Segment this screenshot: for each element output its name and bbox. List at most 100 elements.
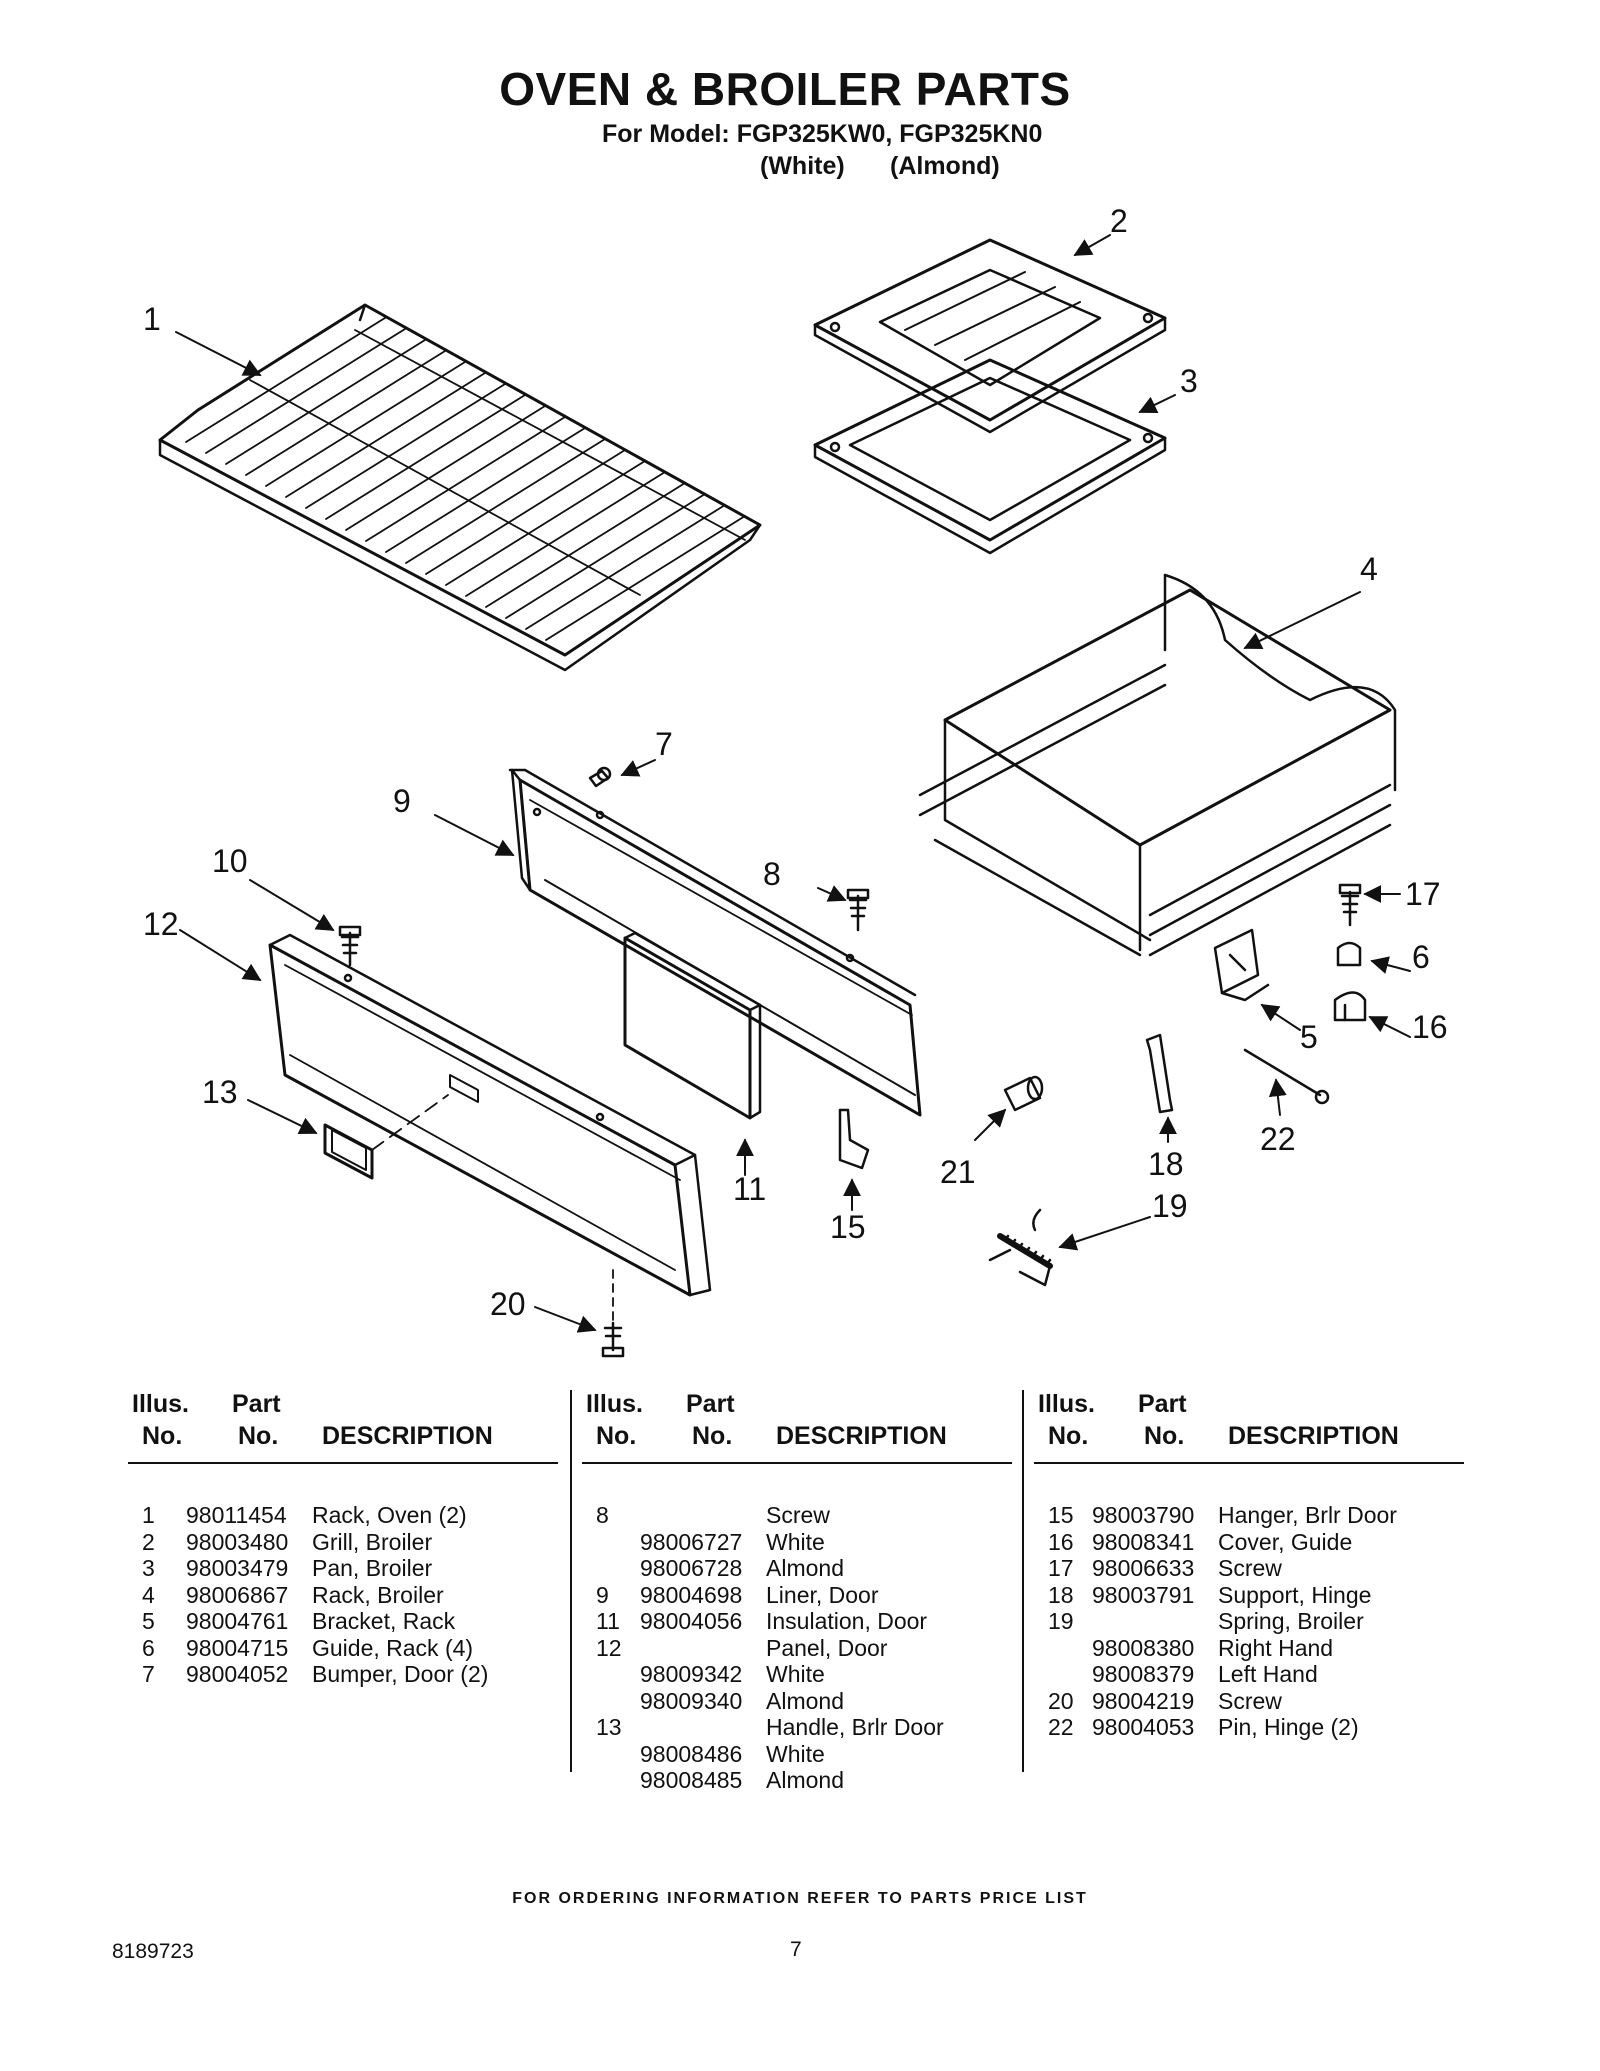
- header-illus-no: No.: [596, 1422, 637, 1450]
- column-divider: [1022, 1390, 1024, 1772]
- description: Rack, Oven (2): [312, 1502, 467, 1528]
- description: Grill, Broiler: [312, 1528, 433, 1555]
- description: Left Hand: [1218, 1661, 1318, 1687]
- header-part: Part: [1138, 1390, 1187, 1418]
- description: White: [766, 1528, 825, 1555]
- illus-no: 12: [596, 1634, 622, 1661]
- part-no: 98009340: [640, 1687, 743, 1714]
- part-no: 98006867: [186, 1581, 289, 1608]
- callout-leader-lines: [175, 234, 1411, 1333]
- callout-20: 20: [490, 1286, 526, 1322]
- description: Cover, Guide: [1218, 1528, 1353, 1555]
- broiler-pan-drawing: [813, 358, 1167, 555]
- part-no: 98008485: [640, 1767, 743, 1793]
- callout-11: 11: [733, 1171, 766, 1207]
- broiler-spring-drawing: [988, 1208, 1053, 1287]
- part-no: 98006727: [640, 1528, 743, 1555]
- callout-17: 17: [1405, 876, 1441, 912]
- header-illus-no: No.: [142, 1422, 183, 1450]
- header-illus: Illus.: [132, 1390, 189, 1418]
- part-no: 98004056: [640, 1608, 743, 1634]
- description: Insulation, Door: [766, 1608, 928, 1634]
- model-line: For Model: FGP325KW0, FGP325KN0: [602, 120, 1043, 148]
- rack-guide-drawing: [1336, 941, 1362, 967]
- header-part-no: No.: [692, 1422, 733, 1450]
- description: Rack, Broiler: [312, 1581, 444, 1608]
- description: Hanger, Brlr Door: [1218, 1502, 1397, 1528]
- callout-16: 16: [1412, 1009, 1448, 1045]
- callout-22: 22: [1260, 1121, 1296, 1157]
- color-almond: (Almond): [890, 152, 1000, 180]
- table-row: 4 98006867 Rack, Broiler: [128, 1582, 558, 1609]
- door-insulation-drawing: [623, 931, 762, 1120]
- table-header: Illus. No. Part No. DESCRIPTION: [582, 1390, 1012, 1464]
- illus-no: 20: [1048, 1687, 1074, 1714]
- part-no: 98003480: [186, 1528, 289, 1555]
- part-no: 98003790: [1092, 1502, 1195, 1528]
- page-title: OVEN & BROILER PARTS: [499, 63, 1071, 115]
- part-no: 98003791: [1092, 1581, 1195, 1608]
- description: Handle, Brlr Door: [766, 1714, 944, 1740]
- illus-no: 22: [1048, 1714, 1074, 1740]
- broiler-grill-drawing: [813, 238, 1167, 434]
- table-row: 15 98003790 Hanger, Brlr Door: [1034, 1502, 1464, 1529]
- illus-no: 17: [1048, 1555, 1074, 1581]
- door-panel-drawing: [268, 933, 712, 1297]
- header-description: DESCRIPTION: [322, 1422, 493, 1450]
- table-rows: 15 98003790 Hanger, Brlr Door 16 98008341 Co…: [1034, 1502, 1464, 1741]
- header-illus-no: No.: [1048, 1422, 1089, 1450]
- broiler-rack-drawing: [918, 573, 1397, 957]
- door-hanger-drawing: [838, 1108, 870, 1170]
- part-no: 98004761: [186, 1608, 289, 1634]
- description: Almond: [766, 1555, 844, 1581]
- callout-18: 18: [1148, 1146, 1184, 1182]
- part-no: 98004053: [1092, 1714, 1195, 1740]
- illus-no: 18: [1048, 1581, 1074, 1608]
- callout-19: 19: [1152, 1188, 1188, 1224]
- part-no: 98011454: [186, 1502, 287, 1528]
- description: Support, Hinge: [1218, 1581, 1372, 1608]
- illus-no: 13: [596, 1714, 622, 1740]
- part-no: 98004219: [1092, 1687, 1195, 1714]
- callout-4: 4: [1360, 551, 1378, 587]
- description: Liner, Door: [766, 1581, 879, 1608]
- illus-no: 16: [1048, 1528, 1074, 1555]
- screw-part-8: [846, 888, 870, 932]
- exploded-parts-diagram: 1 2 3 4 5 6 7 8 9 10 11 12 13 15 16 17 1…: [143, 203, 1448, 1358]
- description: Almond: [766, 1767, 844, 1793]
- hinge-pin-drawing: [1243, 1048, 1330, 1105]
- screw-part-10: [338, 925, 362, 967]
- door-handle-drawing: [323, 1094, 449, 1180]
- description: Almond: [766, 1687, 844, 1714]
- illus-no: 3: [142, 1555, 155, 1581]
- document-number: 8189723: [112, 1940, 194, 1963]
- part-no: 98008379: [1092, 1661, 1195, 1687]
- description: Spring, Broiler: [1218, 1608, 1364, 1634]
- illus-no: 9: [596, 1581, 609, 1608]
- callout-1: 1: [143, 301, 161, 337]
- table-row: 98008485 Almond: [582, 1767, 1012, 1794]
- part-no: 98009342: [640, 1661, 743, 1687]
- description: Bumper, Door (2): [312, 1661, 489, 1687]
- illus-no: 4: [142, 1581, 155, 1608]
- illus-no: 15: [1048, 1502, 1074, 1528]
- hinge-support-drawing: [1145, 1033, 1174, 1114]
- part-no: 98008341: [1092, 1528, 1195, 1555]
- table-row: 18 98003791 Support, Hinge: [1034, 1582, 1464, 1609]
- table-header: Illus. No. Part No. DESCRIPTION: [1034, 1390, 1464, 1464]
